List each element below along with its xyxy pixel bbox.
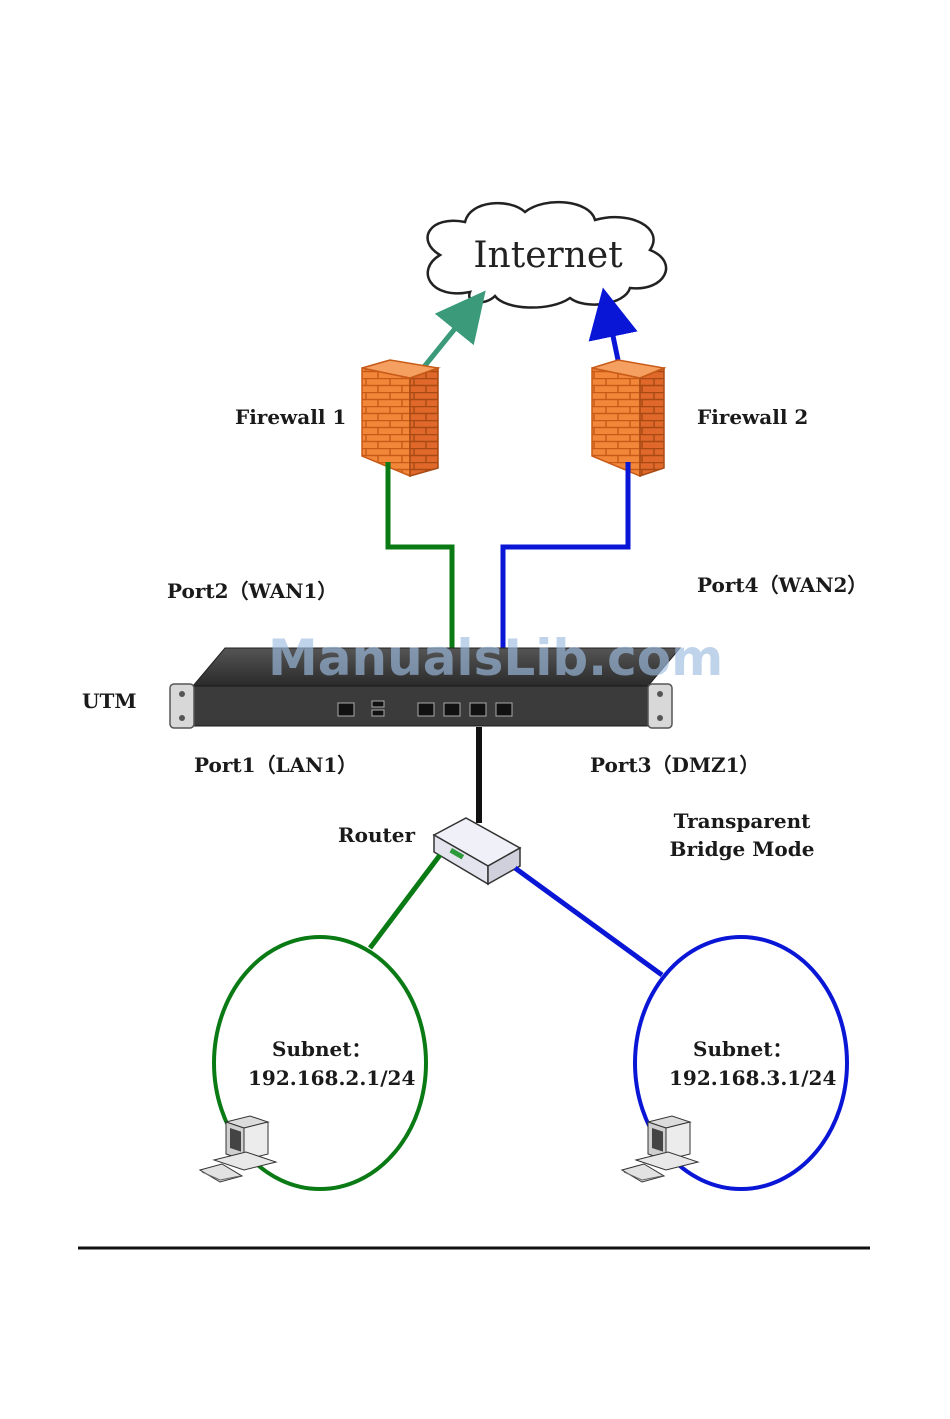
firewall2-uplink-arrow <box>608 312 618 360</box>
subnet-left-title: Subnet： <box>272 1037 371 1061</box>
port3-label: Port3（DMZ1） <box>590 753 760 777</box>
router-icon <box>434 818 520 884</box>
firewall-icon <box>592 360 664 476</box>
utm-label: UTM <box>82 689 136 713</box>
port2-label: Port2（WAN1） <box>167 579 337 603</box>
port4-label: Port4（WAN2） <box>697 573 867 597</box>
firewall2-label: Firewall 2 <box>697 405 808 429</box>
subnet-right-title: Subnet： <box>693 1037 792 1061</box>
router-label: Router <box>338 823 415 847</box>
internet-label: Internet <box>473 235 623 276</box>
mode-label-line2: Bridge Mode <box>670 837 815 861</box>
dmz-subnet-link <box>515 868 662 975</box>
port1-label: Port1（LAN1） <box>194 753 357 777</box>
firewall1-label: Firewall 1 <box>235 405 346 429</box>
firewall-icon <box>362 360 438 476</box>
mode-label-line1: Transparent <box>674 809 811 833</box>
watermark: ManualsLib.com <box>268 629 723 687</box>
subnet-left-address: 192.168.2.1/24 <box>248 1066 415 1090</box>
subnet-right-address: 192.168.3.1/24 <box>669 1066 836 1090</box>
lan-link <box>370 855 440 948</box>
